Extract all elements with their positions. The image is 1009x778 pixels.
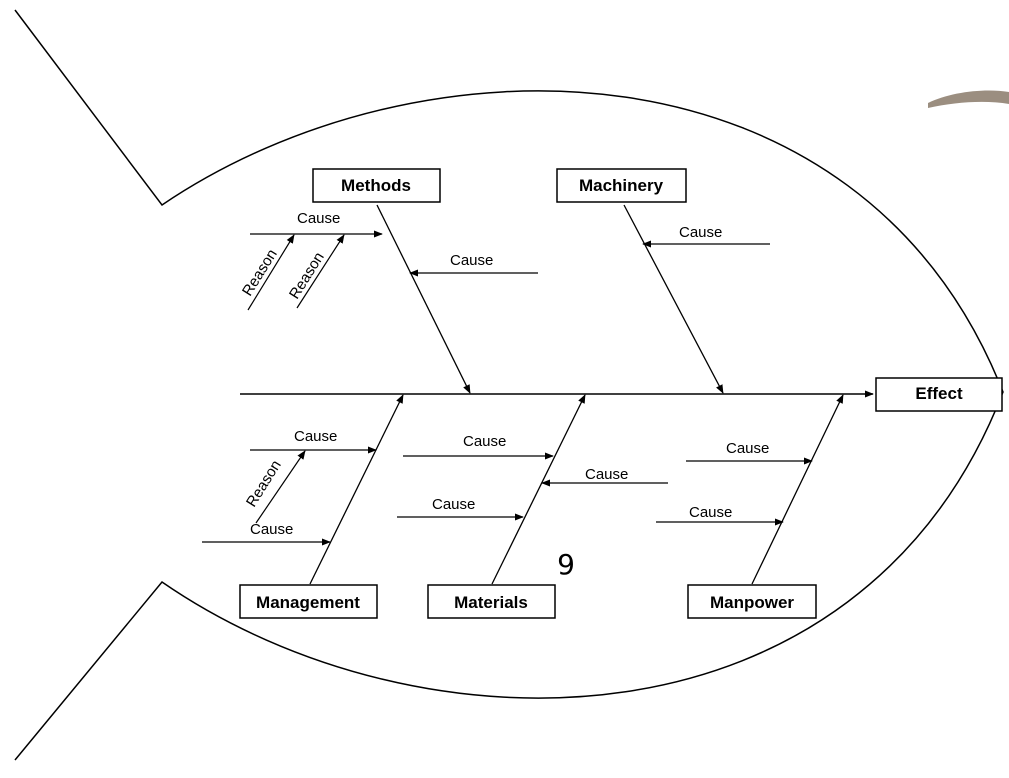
methods-top-cause-label: Cause	[297, 210, 340, 227]
machinery-cause-label: Cause	[679, 224, 722, 241]
fish-body-outline	[14, 9, 1004, 761]
manpower-top-cause-label: Cause	[726, 440, 769, 457]
machinery-label: Machinery	[579, 176, 664, 195]
management-label: Management	[256, 593, 360, 612]
materials-bottom-cause-label: Cause	[432, 496, 475, 513]
methods-right-reason-label: Reason	[286, 249, 328, 302]
effect-box	[875, 377, 1003, 412]
manpower-bone	[751, 394, 844, 585]
machinery-box	[556, 168, 687, 203]
management-reason-arrow	[255, 450, 306, 524]
effect-label: Effect	[915, 384, 963, 403]
management-box	[239, 584, 378, 619]
materials-label: Materials	[454, 593, 528, 612]
methods-box	[312, 168, 441, 203]
materials-middle-cause-label: Cause	[585, 466, 628, 483]
materials-box	[427, 584, 556, 619]
methods-label: Methods	[341, 176, 411, 195]
manpower-bottom-cause-label: Cause	[689, 504, 732, 521]
management-bone	[309, 394, 404, 585]
methods-side-cause-label: Cause	[450, 252, 493, 269]
machinery-bone	[623, 204, 724, 394]
materials-top-cause-label: Cause	[463, 433, 506, 450]
manpower-label: Manpower	[710, 593, 794, 612]
methods-right-reason-arrow	[296, 234, 345, 309]
materials-bone	[491, 394, 586, 585]
page-number: 9	[557, 548, 575, 581]
manpower-box	[687, 584, 817, 619]
management-bottom-cause-label: Cause	[250, 521, 293, 538]
methods-bone	[376, 204, 471, 394]
fin-decoration	[928, 90, 1009, 108]
methods-left-reason-arrow	[247, 234, 295, 311]
management-reason-label: Reason	[243, 457, 285, 510]
management-top-cause-label: Cause	[294, 428, 337, 445]
